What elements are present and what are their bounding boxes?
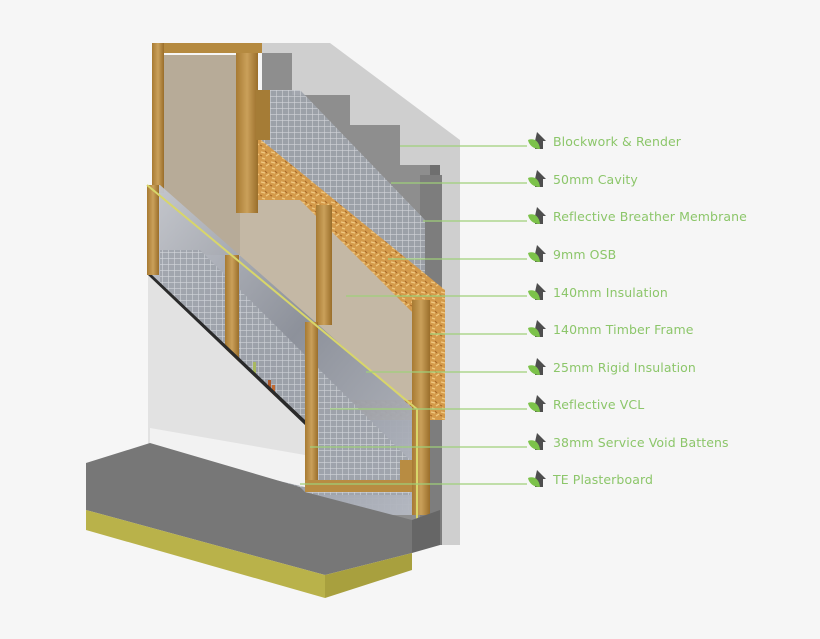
label-text: TE Plasterboard xyxy=(553,471,654,487)
label-text: 38mm Service Void Battens xyxy=(553,434,729,450)
label-text: 50mm Cavity xyxy=(553,171,638,187)
leader-lines xyxy=(300,145,527,485)
label-te-plasterboard: TE Plasterboard xyxy=(527,468,653,490)
label-50mm-cavity: 50mm Cavity xyxy=(527,168,638,190)
label-25mm-rigid-insulation: 25mm Rigid Insulation xyxy=(527,356,696,378)
label-text: Reflective VCL xyxy=(553,396,645,412)
label-9mm-osb: 9mm OSB xyxy=(527,243,616,265)
label-reflective-vcl: Reflective VCL xyxy=(527,393,644,415)
house-leaf-icon xyxy=(528,245,546,262)
plasterboard-layer xyxy=(148,275,305,487)
label-reflective-breather-membrane: Reflective Breather Membrane xyxy=(527,205,747,227)
house-leaf-icon xyxy=(528,358,546,375)
label-140mm-insulation: 140mm Insulation xyxy=(527,281,668,303)
label-text: 9mm OSB xyxy=(553,246,617,262)
label-text: 140mm Insulation xyxy=(553,284,668,300)
label-text: Reflective Breather Membrane xyxy=(553,208,747,224)
house-leaf-icon xyxy=(528,207,546,224)
house-leaf-icon xyxy=(528,395,546,412)
house-leaf-icon xyxy=(528,170,546,187)
house-leaf-icon xyxy=(528,433,546,450)
house-leaf-icon xyxy=(528,132,546,149)
label-38mm-service-void-battens: 38mm Service Void Battens xyxy=(527,431,729,453)
label-blockwork-render: Blockwork & Render xyxy=(527,130,681,152)
label-text: 25mm Rigid Insulation xyxy=(553,359,696,375)
house-leaf-icon xyxy=(528,320,546,337)
label-140mm-timber-frame: 140mm Timber Frame xyxy=(527,318,694,340)
house-leaf-icon xyxy=(528,283,546,300)
house-leaf-icon xyxy=(528,470,546,487)
label-text: Blockwork & Render xyxy=(553,133,682,149)
timber-frame-top xyxy=(152,43,270,213)
label-text: 140mm Timber Frame xyxy=(553,321,694,337)
floor-slab xyxy=(86,443,440,598)
